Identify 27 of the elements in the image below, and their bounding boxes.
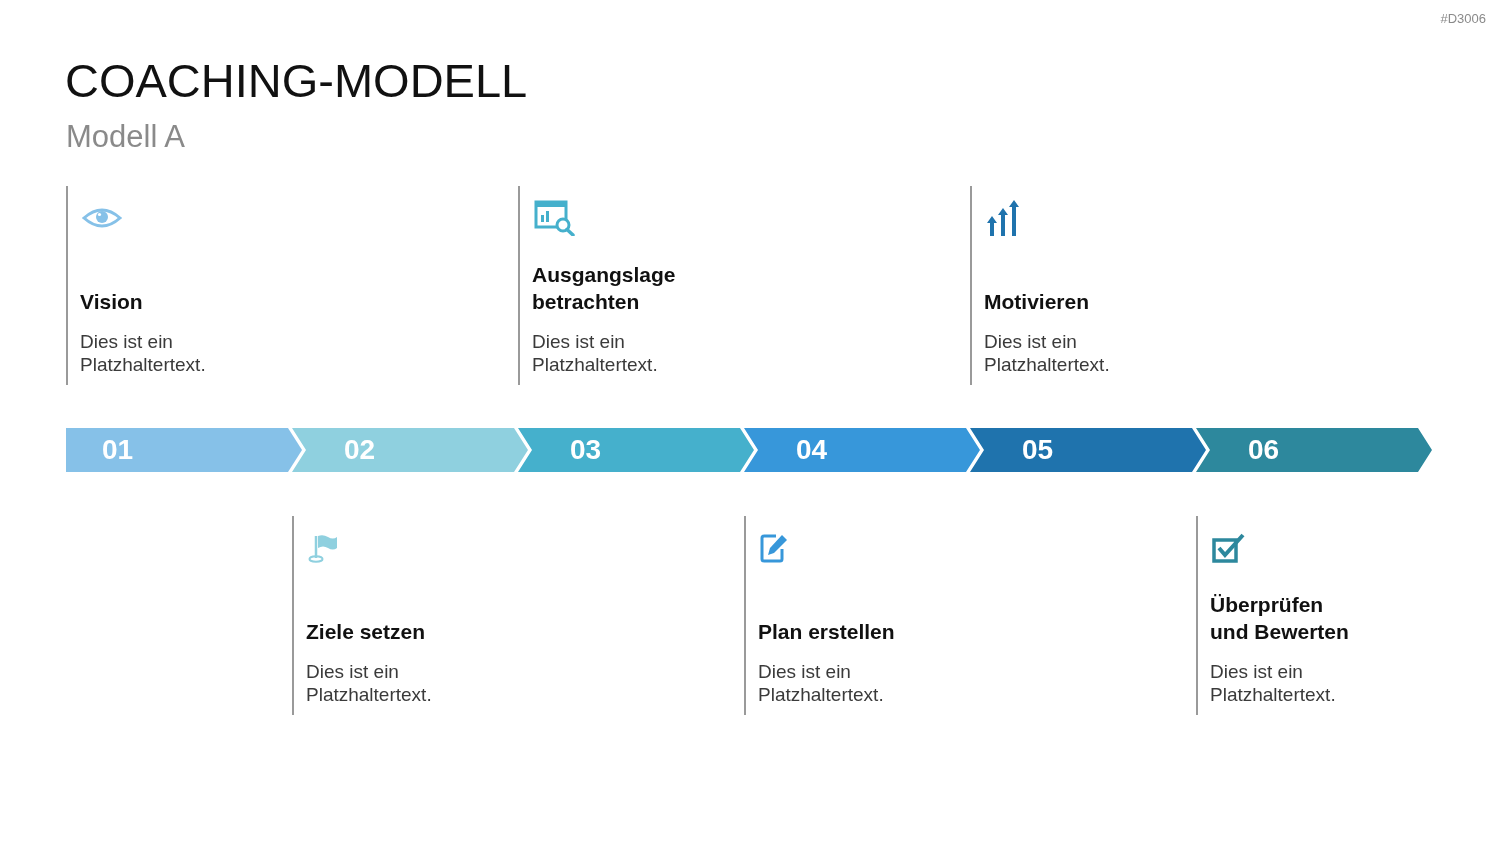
process-step [292, 428, 528, 472]
slide-code: #D3006 [1440, 11, 1486, 27]
subtitle: Modell A [66, 118, 185, 156]
process-step [518, 428, 754, 472]
step-heading: Motivieren [984, 289, 1090, 315]
step-number: 01 [102, 434, 134, 466]
step-description: Dies ist ein Platzhaltertext. [80, 330, 207, 376]
step-number: 05 [1022, 434, 1054, 466]
step-description: Dies ist ein Platzhaltertext. [758, 660, 885, 706]
step-description: Dies ist ein Platzhaltertext. [984, 330, 1111, 376]
process-step [1196, 428, 1432, 472]
step-heading: Plan erstellen [758, 619, 895, 645]
process-step [66, 428, 302, 472]
process-step [744, 428, 980, 472]
step-number: 02 [344, 434, 376, 466]
step-heading: Ziele setzen [306, 619, 426, 645]
step-heading: Ausgangslage betrachten [532, 262, 677, 315]
step-number: 06 [1248, 434, 1280, 466]
step-description: Dies ist ein Platzhaltertext. [1210, 660, 1337, 706]
step-description: Dies ist ein Platzhaltertext. [306, 660, 433, 706]
step-heading: Vision [80, 289, 143, 315]
step-number: 04 [796, 434, 828, 466]
process-step [970, 428, 1206, 472]
step-description: Dies ist ein Platzhaltertext. [532, 330, 659, 376]
step-number: 03 [570, 434, 602, 466]
step-heading: Überprüfen und Bewerten [1210, 592, 1350, 645]
title: COACHING-MODELL [65, 53, 528, 109]
